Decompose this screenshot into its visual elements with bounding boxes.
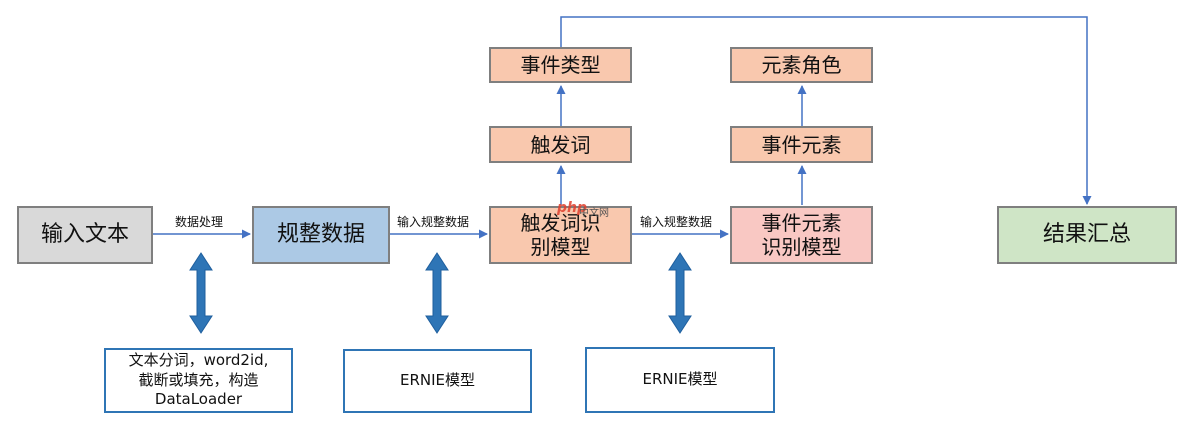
edge-label-input-normalized-2: 输入规整数据: [640, 215, 713, 229]
note-ernie-1: ERNIE模型: [343, 349, 532, 413]
node-normalize-data: 规整数据: [252, 206, 390, 264]
node-element-role: 元素角色: [730, 47, 873, 83]
node-summary: 结果汇总: [997, 206, 1177, 264]
double-arrow-ernie-2: [668, 252, 692, 334]
node-event-type: 事件类型: [489, 47, 632, 83]
edge-label-input-normalized-1: 输入规整数据: [397, 215, 470, 229]
node-trigger-model: 触发词识 别模型: [489, 206, 632, 264]
node-trigger-word: 触发词: [489, 126, 632, 163]
note-ernie-2: ERNIE模型: [585, 347, 775, 413]
node-input-text: 输入文本: [17, 206, 153, 264]
node-element-model: 事件元素 识别模型: [730, 206, 873, 264]
watermark-text: 中文网: [579, 208, 609, 219]
watermark-logo: php: [557, 200, 588, 216]
edge-label-data-processing: 数据处理: [175, 215, 224, 229]
note-preprocess: 文本分词，word2id, 截断或填充，构造 DataLoader: [104, 348, 293, 413]
double-arrow-preprocess: [189, 252, 213, 334]
arrow-to-summary: [560, 16, 1092, 205]
double-arrow-ernie-1: [425, 252, 449, 334]
node-event-element: 事件元素: [730, 126, 873, 163]
